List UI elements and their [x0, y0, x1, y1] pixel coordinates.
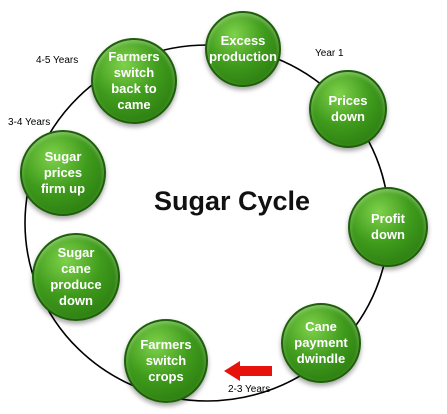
year-label-3-4: 3-4 Years — [8, 117, 51, 128]
node-profit-down: Profit down — [348, 187, 428, 267]
node-label: Excess production — [209, 33, 277, 64]
node-label: Farmers switch crops — [140, 337, 192, 384]
node-farmers-switch-back: Farmers switch back to came — [91, 38, 177, 124]
node-sugar-prices-firm-up: Sugar prices firm up — [20, 130, 106, 216]
node-label: Cane payment dwindle — [294, 319, 348, 366]
left-arrow-icon — [224, 361, 272, 381]
year-label-2-3: 2-3 Years — [228, 384, 271, 395]
year-label-1: Year 1 — [315, 48, 344, 59]
node-cane-payment-dwindle: Cane payment dwindle — [281, 303, 361, 383]
diagram-title: Sugar Cycle — [153, 186, 311, 216]
node-label: Sugar prices firm up — [40, 149, 86, 196]
node-label: Profit down — [371, 211, 405, 242]
node-excess-production: Excess production — [205, 11, 281, 87]
node-sugar-cane-produce-down: Sugar cane produce down — [32, 233, 120, 321]
node-farmers-switch-crops: Farmers switch crops — [124, 319, 208, 403]
node-prices-down: Prices down — [309, 70, 387, 148]
node-label: Farmers switch back to came — [108, 49, 160, 112]
year-label-4-5: 4-5 Years — [36, 55, 79, 66]
node-label: Sugar cane produce down — [50, 245, 102, 308]
node-label: Prices down — [328, 93, 368, 124]
